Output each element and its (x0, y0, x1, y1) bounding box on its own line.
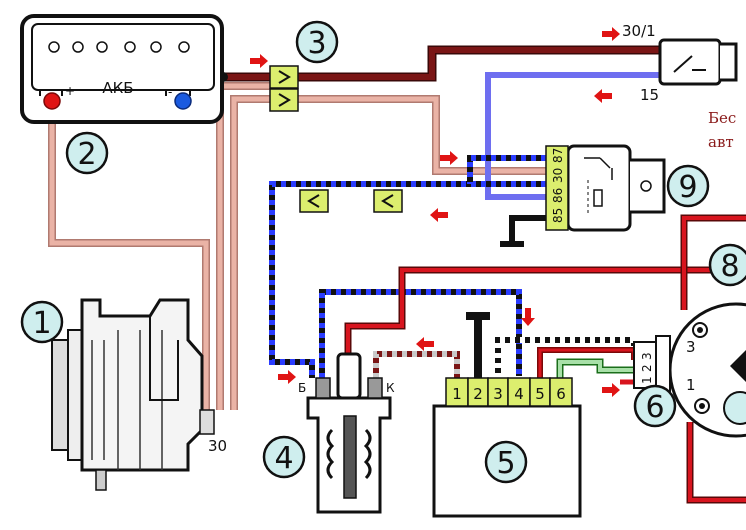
commutator-pin-3: 3 (493, 385, 503, 403)
battery: АКБ + - (20, 14, 224, 124)
callout-4: 4 (262, 435, 306, 479)
wire-relay-ground (509, 215, 546, 242)
relay: 85 86 30 87 (545, 144, 666, 232)
svg-text:1: 1 (32, 306, 51, 341)
callout-1: 1 (20, 300, 64, 344)
svg-text:3: 3 (307, 26, 326, 61)
callout-9: 9 (666, 164, 710, 208)
callouts: 1 2 3 4 5 6 8 9 (20, 20, 746, 484)
relay-pin-87: 87 (551, 148, 565, 163)
wire-generator-connector-1 (216, 82, 270, 410)
ignition-switch: 30/1 15 (622, 22, 738, 104)
svg-text:6: 6 (645, 390, 664, 425)
svg-text:2: 2 (77, 137, 96, 172)
commutator-pin-6: 6 (556, 385, 566, 403)
battery-caps (48, 41, 190, 53)
arrow-icon (430, 208, 448, 222)
battery-plus-terminal (43, 92, 61, 110)
switch-terminal-15: 15 (640, 86, 659, 104)
distributor-connector-pin-2: 2 (640, 364, 654, 372)
svg-text:8: 8 (720, 249, 739, 284)
relay-pin-30: 30 (551, 168, 565, 183)
wire-coil-k-commutator-1 (373, 351, 460, 378)
wire-switch-relay-86 (485, 72, 664, 200)
coil-terminal-b: Б (298, 381, 306, 395)
commutator-pin-5: 5 (535, 385, 545, 403)
arrow-icon (521, 308, 535, 326)
commutator-pin-2: 2 (473, 385, 483, 403)
distributor-label-1: 1 (686, 376, 696, 394)
cut-text-line1: Бес (708, 109, 736, 127)
distributor-label-3: 3 (686, 338, 696, 356)
commutator-pin-4: 4 (514, 385, 524, 403)
cut-text-line2: авт (708, 133, 734, 151)
inline-connectors (299, 189, 403, 213)
distributor-connector-pin-1: 1 (640, 376, 654, 384)
arrow-icon (416, 337, 434, 351)
current-arrows (250, 27, 620, 397)
arrow-icon (278, 370, 296, 384)
wire-generator-connector-2 (230, 95, 270, 410)
arrow-icon (602, 383, 620, 397)
battery-plus-sign: + (65, 84, 75, 98)
battery-label: АКБ (102, 79, 133, 97)
commutator-pin-1: 1 (452, 385, 462, 403)
generator: 30 (51, 298, 227, 491)
svg-text:5: 5 (496, 446, 515, 481)
commutator-pin-row: 1 2 3 4 5 6 (445, 377, 573, 407)
callout-8: 8 (708, 243, 746, 287)
callout-6: 6 (633, 384, 677, 428)
connector-block (269, 65, 299, 112)
coil-terminal-k: К (386, 381, 395, 395)
relay-pin-85: 85 (551, 208, 565, 223)
relay-pin-86: 86 (551, 188, 565, 203)
arrow-icon (594, 89, 612, 103)
svg-text:9: 9 (678, 170, 697, 205)
battery-minus-sign: - (168, 85, 172, 99)
switch-terminal-30-1: 30/1 (622, 22, 656, 40)
arrow-icon (602, 27, 620, 41)
callout-5: 5 (484, 440, 528, 484)
svg-text:4: 4 (274, 441, 293, 476)
arrow-icon (440, 151, 458, 165)
wire-relay-coil (269, 181, 546, 378)
callout-2: 2 (65, 131, 109, 175)
generator-terminal-30: 30 (208, 437, 227, 455)
distributor-connector-pin-3: 3 (640, 352, 654, 360)
distributor: 3 1 1 2 3 (633, 302, 746, 438)
wires (48, 45, 746, 504)
ignition-coil: Б К (298, 352, 395, 514)
battery-minus-terminal (174, 92, 192, 110)
arrow-icon (250, 54, 268, 68)
callout-3: 3 (295, 20, 339, 64)
